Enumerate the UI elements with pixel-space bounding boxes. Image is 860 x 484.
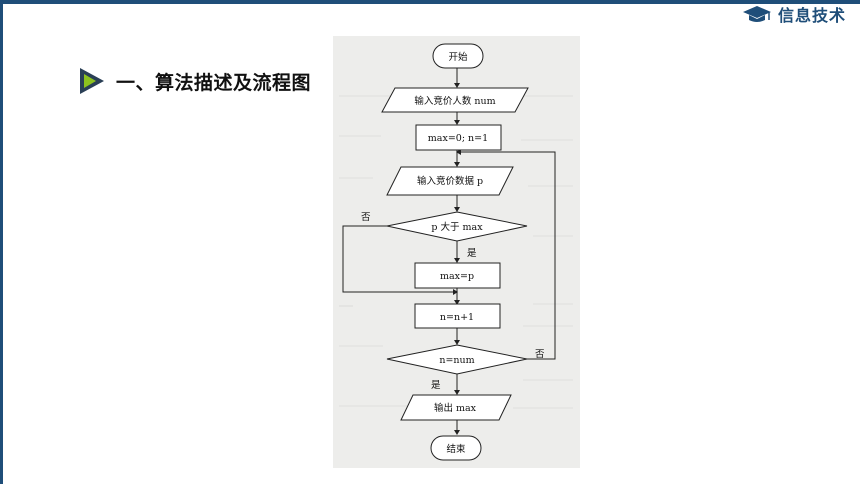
end-label: 结束 <box>446 443 466 455</box>
increment-label: n=n+1 <box>440 312 474 323</box>
decision-p-label: p 大于 max <box>431 221 483 233</box>
left-frame-line <box>0 0 3 484</box>
start-terminal <box>432 43 484 69</box>
brand-text: 信息技术 <box>777 6 846 25</box>
top-frame-line <box>0 0 860 4</box>
graduation-cap-icon <box>742 6 771 22</box>
assign-max-label: max=p <box>440 271 474 282</box>
input-num-parallelogram <box>381 87 529 113</box>
assign-max-process <box>414 262 501 289</box>
init-label: max=0; n=1 <box>428 133 488 144</box>
flowchart-arrowheads <box>453 83 461 435</box>
init-process <box>415 124 502 151</box>
input-num-label: 输入竞价人数 num <box>414 95 495 107</box>
yes-label-1: 是 <box>467 248 477 259</box>
section-title: 一、算法描述及流程图 <box>116 71 312 94</box>
no-label-2: 否 <box>535 349 545 360</box>
flowchart-figure: 开始 输入竞价人数 num max=0; n=1 输入竞价数据 p p 大于 m… <box>333 36 580 468</box>
no-label-1: 否 <box>361 212 371 223</box>
end-terminal <box>430 435 482 461</box>
input-p-parallelogram <box>386 166 514 196</box>
flowchart-svg: 开始 输入竞价人数 num max=0; n=1 输入竞价数据 p p 大于 m… <box>333 36 580 468</box>
decision-n-equals-num <box>386 344 528 375</box>
output-parallelogram <box>400 394 512 421</box>
input-p-label: 输入竞价数据 p <box>417 175 483 187</box>
yes-label-2: 是 <box>431 380 441 391</box>
brand-badge: 信息技术 <box>742 3 846 25</box>
play-triangle-icon <box>80 68 104 94</box>
section-heading: 一、算法描述及流程图 <box>76 66 311 96</box>
decision-p-greater-max <box>386 211 528 242</box>
output-label: 输出 max <box>434 402 477 414</box>
start-label: 开始 <box>448 51 468 63</box>
increment-process <box>414 303 501 329</box>
decision-n-label: n=num <box>439 355 474 366</box>
